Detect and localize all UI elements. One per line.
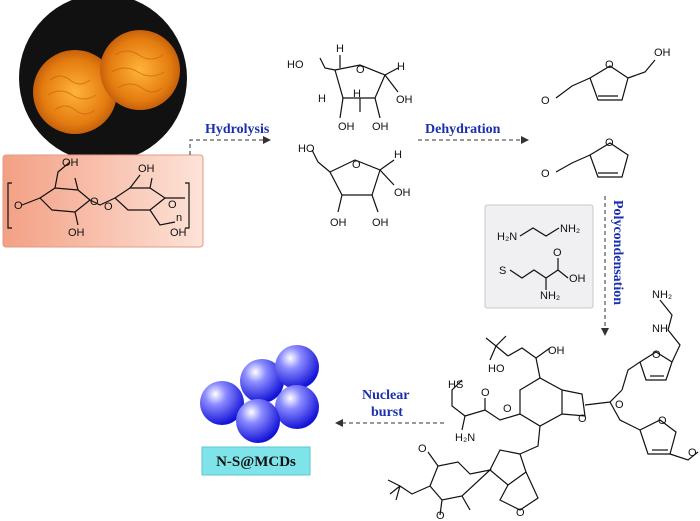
- sugar1-H-mid: H: [353, 88, 361, 100]
- sugar1-H-top: H: [336, 43, 344, 55]
- label-OH-bottom1: OH: [68, 227, 85, 239]
- hydrolysis-label: Hydrolysis: [205, 122, 270, 137]
- poly-O-methoxy1: O: [418, 443, 427, 455]
- poly-O-thf: O: [516, 507, 525, 519]
- label-O-link: O: [90, 196, 99, 208]
- furfural-O-ring: O: [605, 137, 614, 149]
- poly-O-aldehyde: O: [688, 447, 697, 459]
- sugar1-OH-right: OH: [396, 94, 413, 106]
- polymer-intermediate: OH HO O O HS H₂N O O O O O O O O NH NH₂: [387, 289, 699, 521]
- carbon-dot-2: [240, 359, 284, 403]
- poly-O-furan-core: O: [578, 413, 587, 425]
- sugar2-O: O: [352, 159, 361, 171]
- sugar2-HO: HO: [298, 143, 315, 155]
- hmf-O-aldehyde: O: [541, 95, 550, 107]
- sugar-structures: HO H O H OH H H OH OH HO O H OH OH OH: [287, 43, 413, 229]
- sugar1-H-right: H: [397, 61, 405, 73]
- carbon-dot-3: [275, 345, 319, 389]
- carbon-dot-1: [200, 381, 244, 425]
- polycondensation-label: Polycondensation: [610, 200, 625, 305]
- poly-O-methoxy2: O: [436, 510, 445, 521]
- poly-O-ester: O: [503, 403, 512, 415]
- carbon-dot-4: [275, 385, 319, 429]
- hmf-O-ring: O: [605, 59, 614, 71]
- reagent-box: H₂N NH₂ S O OH NH₂: [484, 204, 594, 309]
- poly-O-ether: O: [615, 399, 624, 411]
- label-OH-top2: OH: [138, 163, 155, 175]
- poly-NH2: NH₂: [652, 289, 672, 301]
- carbon-dots-cluster: [200, 345, 319, 443]
- poly-O-carbonyl: O: [481, 387, 490, 399]
- nuclear-burst-label-1: Nuclear: [362, 388, 409, 403]
- poly-HO: HO: [488, 363, 505, 375]
- marigold-photo: [19, 0, 187, 162]
- eda-NH2: NH₂: [560, 223, 580, 235]
- met-S: S: [499, 265, 506, 277]
- product-label: N-S@MCDs: [216, 454, 296, 470]
- nuclear-burst-arrow: Nuclear burst: [335, 388, 444, 427]
- sugar1-H-left: H: [318, 93, 326, 105]
- furan-aldehydes: O O OH O O: [541, 47, 671, 180]
- dehydration-label: Dehydration: [425, 122, 501, 137]
- sugar1-OH-bottom2: OH: [372, 121, 389, 133]
- sugar2-OH-right: OH: [394, 187, 411, 199]
- met-O: O: [553, 247, 562, 259]
- poly-H2N: H₂N: [455, 432, 475, 444]
- product-label-box: N-S@MCDs: [201, 446, 311, 476]
- poly-OH-top: OH: [548, 345, 565, 357]
- met-OH: OH: [569, 273, 586, 285]
- label-O-link2: O: [104, 201, 113, 213]
- furfural-O-aldehyde: O: [541, 168, 550, 180]
- label-OH-bottom2: OH: [170, 227, 187, 239]
- poly-O-furan-right: O: [658, 415, 667, 427]
- label-O-left: O: [14, 200, 23, 212]
- poly-HS: HS: [448, 379, 463, 391]
- polycondensation-arrow: Polycondensation: [601, 196, 625, 336]
- cellulose-structure: O OH O OH O OH O n OH: [2, 154, 204, 248]
- hydrolysis-arrow: Hydrolysis: [189, 122, 271, 155]
- carbon-dot-5: [236, 399, 280, 443]
- dehydration-arrow: Dehydration: [418, 122, 529, 144]
- nuclear-burst-label-2: burst: [371, 405, 403, 420]
- sugar2-OH-bottom2: OH: [372, 217, 389, 229]
- sugar1-O: O: [356, 64, 365, 76]
- sugar1-OH-bottom1: OH: [338, 121, 355, 133]
- sugar2-OH-bottom1: OH: [330, 217, 347, 229]
- label-n: n: [176, 212, 182, 224]
- hmf-OH: OH: [654, 47, 671, 59]
- met-NH2: NH₂: [540, 290, 560, 302]
- label-OH-top1: OH: [62, 157, 79, 169]
- sugar1-HO: HO: [287, 59, 304, 71]
- label-O-ring: O: [168, 199, 177, 211]
- eda-H2N: H₂N: [497, 231, 517, 243]
- sugar2-H-top: H: [394, 149, 402, 161]
- poly-O-furan-top: O: [652, 349, 661, 361]
- poly-NH: NH: [652, 323, 668, 335]
